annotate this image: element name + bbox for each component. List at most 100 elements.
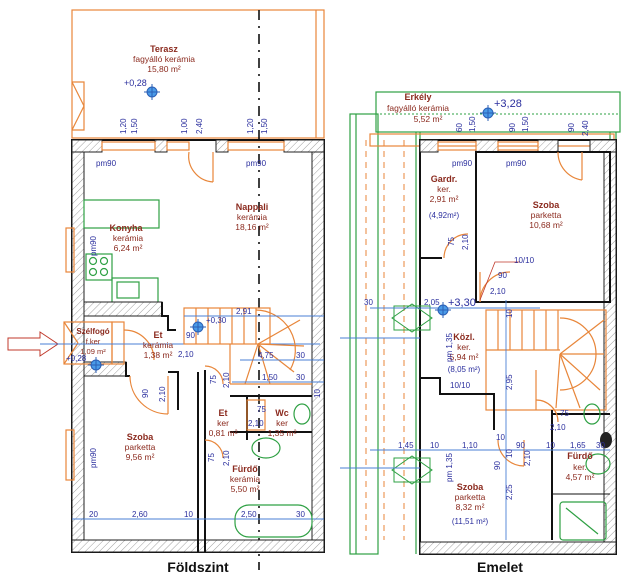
- room-area: 5,52 m²: [414, 114, 443, 124]
- room-area: 8,32 m²: [456, 502, 485, 512]
- dimension-label: 30: [296, 351, 305, 360]
- dimension-label: 2,10: [222, 450, 231, 466]
- room-area: 15,80 m²: [147, 64, 181, 74]
- room-name: Fürdő: [567, 451, 593, 461]
- room-name: Szoba: [457, 482, 484, 492]
- dimension-label: 2,10: [158, 386, 167, 402]
- upper-floor: Erkély fagyálló kerámia 5,52 m² Gardr. k…: [340, 91, 621, 575]
- dimension-label: 30: [364, 298, 373, 307]
- dimension-label: 2,60: [132, 510, 148, 519]
- floor-title: Emelet: [477, 559, 523, 575]
- window-label: pm 1,35: [445, 453, 454, 482]
- room-name: Terasz: [150, 44, 178, 54]
- dimension-label: 30: [596, 441, 605, 450]
- dimension-label: 10: [546, 441, 555, 450]
- room-gross-area: (11,51 m²): [452, 517, 489, 526]
- dimension-label: 2,10: [178, 350, 194, 359]
- room-material: parketta: [531, 210, 562, 220]
- room-area: 1,38 m²: [144, 350, 173, 360]
- dimension-label: 2,91: [236, 307, 252, 316]
- room-material: kerámia: [237, 212, 268, 222]
- dimension-label: 90: [516, 441, 525, 450]
- level-marker-icon: [144, 84, 160, 100]
- room-material: fagyálló kerámia: [133, 54, 195, 64]
- level-label: +0,28: [66, 354, 87, 363]
- room-material: kerámia: [143, 340, 174, 350]
- room-material: ker.: [437, 184, 451, 194]
- room-name: Et: [219, 408, 228, 418]
- dimension-label: 75: [209, 375, 218, 384]
- dimension-label: 2,10: [523, 450, 532, 466]
- room-material: ker: [276, 418, 288, 428]
- dimension-label: 10: [496, 433, 505, 442]
- level-marker-icon: [435, 302, 451, 318]
- window-label: pm90: [452, 159, 473, 168]
- dimension-label: 90: [508, 123, 517, 132]
- level-marker-icon: [190, 319, 206, 335]
- dimension-label: 2,10: [248, 419, 264, 428]
- room-name: Nappali: [236, 202, 269, 212]
- room-area: 2,91 m²: [430, 194, 459, 204]
- room-gross-area: (4,92m²): [429, 211, 460, 220]
- room-name: Erkély: [404, 92, 431, 102]
- room-area: 5,94 m²: [450, 352, 479, 362]
- room-area: 9,56 m²: [126, 452, 155, 462]
- room-area: 10,68 m²: [529, 220, 563, 230]
- dimension-label: 2,95: [505, 374, 514, 390]
- dimension-label: 90: [493, 461, 502, 470]
- window-label: pm90: [89, 447, 98, 468]
- dimension-label: 1,65: [570, 441, 586, 450]
- dimension-label: 1,50: [521, 116, 530, 132]
- terrace-outline: [71, 9, 325, 139]
- dimension-label: 2,50: [241, 510, 257, 519]
- level-marker-icon: [480, 105, 496, 121]
- room-area: 5,50 m²: [231, 484, 260, 494]
- room-material: f.ker: [86, 337, 101, 346]
- window-label: pm90: [96, 159, 117, 168]
- room-name: Konyha: [109, 223, 143, 233]
- room-material: ker.: [457, 342, 471, 352]
- dimension-label: 2,10: [222, 372, 231, 388]
- dimension-label: 10: [313, 389, 322, 398]
- balcony-outline: [375, 91, 621, 133]
- window-label: pm90: [89, 235, 98, 256]
- room-area: 1,35 m²: [268, 428, 297, 438]
- dimension-label: 10: [184, 510, 193, 519]
- dimension-label: 1,00: [180, 118, 189, 134]
- dimension-label: 1,50: [260, 118, 269, 134]
- dimension-label: 1,50: [130, 118, 139, 134]
- room-name: Szoba: [127, 432, 154, 442]
- dimension-label: 10/10: [450, 381, 471, 390]
- window-label: pm90: [506, 159, 527, 168]
- dimension-label: 90: [141, 389, 150, 398]
- room-name: Szoba: [533, 200, 560, 210]
- room-name: Szélfogó: [76, 327, 109, 336]
- dimension-label: 2,40: [195, 118, 204, 134]
- room-name: Wc: [275, 408, 289, 418]
- room-material: ker.: [573, 462, 587, 472]
- dimension-label: 20: [89, 510, 98, 519]
- dimension-label: 90: [186, 331, 195, 340]
- room-material: ker: [217, 418, 229, 428]
- dimension-label: 1,10: [462, 441, 478, 450]
- room-gross-area: (8,05 m²): [448, 365, 481, 374]
- level-label: +0,28: [124, 78, 147, 88]
- dimension-label: 10: [505, 309, 514, 318]
- room-area: 6,24 m²: [114, 243, 143, 253]
- dimension-label: 60: [455, 123, 464, 132]
- room-area: 1,09 m²: [80, 347, 106, 356]
- dimension-label: 2,10: [461, 234, 470, 250]
- dimension-label: 4,75: [258, 351, 274, 360]
- ground-floor: Terasz fagyálló kerámia 15,80 m² Nappali…: [7, 9, 325, 575]
- room-material: fagyálló kerámia: [387, 103, 449, 113]
- dimension-label: 75: [447, 237, 456, 246]
- dimension-label: 90: [498, 271, 507, 280]
- dimension-label: 1,45: [398, 441, 414, 450]
- window-label: pm90: [246, 159, 267, 168]
- room-area: 4,57 m²: [566, 472, 595, 482]
- room-material: parketta: [455, 492, 486, 502]
- level-label: +0,30: [206, 316, 227, 325]
- dimension-label: 2,25: [505, 484, 514, 500]
- level-label: +3,28: [494, 98, 522, 110]
- level-label: +3,30: [448, 297, 476, 309]
